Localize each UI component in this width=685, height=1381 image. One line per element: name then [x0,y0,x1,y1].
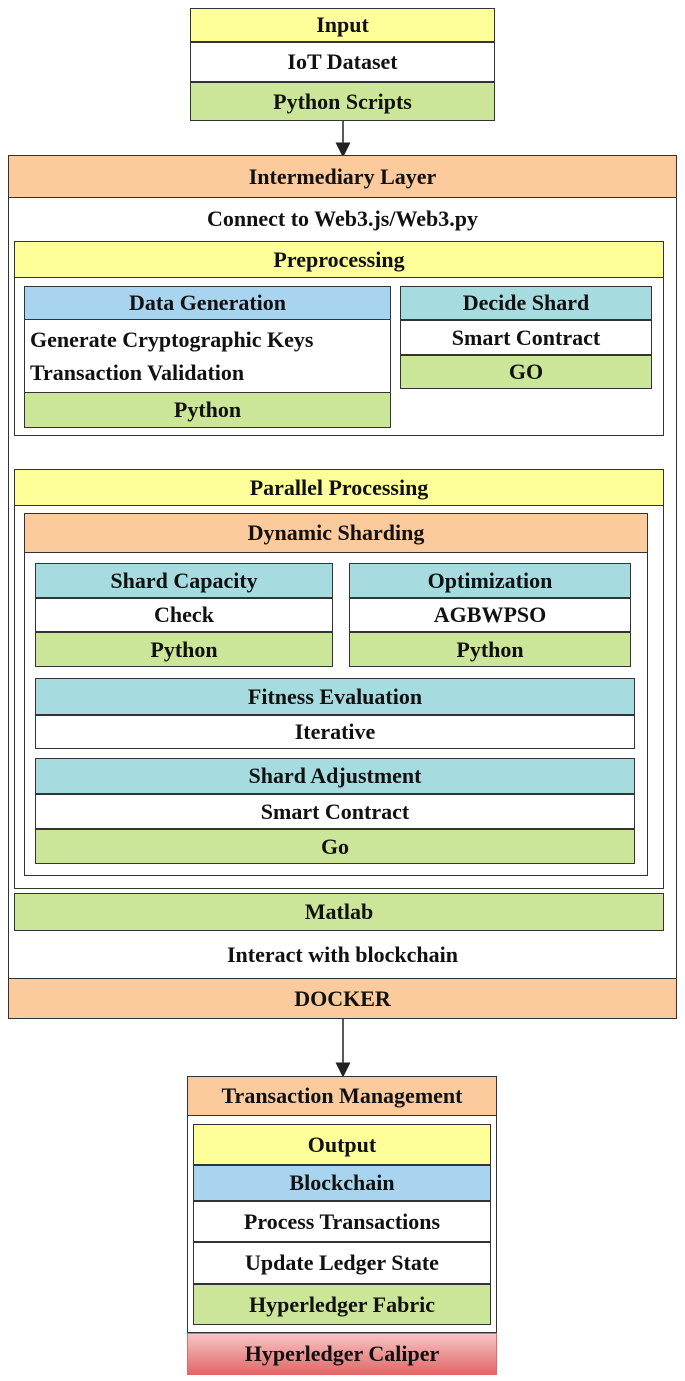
parallel-processing-header: Parallel Processing [14,469,664,506]
optimization-python: Python [349,632,631,667]
transaction-validation-text: Transaction Validation [30,360,245,385]
output-header: Output [193,1124,491,1165]
data-generation-header: Data Generation [24,286,391,320]
shard-capacity-python: Python [35,632,333,667]
connect-web3-text: Connect to Web3.js/Web3.py [207,206,478,231]
transaction-management-header: Transaction Management [187,1076,497,1116]
interact-blockchain-text: Interact with blockchain [227,942,458,967]
shard-capacity-check: Check [35,598,333,632]
shard-capacity-header: Shard Capacity [35,563,333,598]
fitness-evaluation-iterative: Iterative [35,715,635,749]
dynamic-sharding-header: Dynamic Sharding [24,513,648,553]
python-scripts: Python Scripts [190,82,495,121]
hyperledger-fabric: Hyperledger Fabric [193,1284,491,1325]
optimization-agbwpso: AGBWPSO [349,598,631,632]
decide-shard-go: GO [400,355,652,389]
shard-adjustment-go: Go [35,829,635,864]
optimization-header: Optimization [349,563,631,598]
shard-adjustment-header: Shard Adjustment [35,758,635,794]
preprocessing-header: Preprocessing [14,241,664,278]
docker-bar: DOCKER [8,978,677,1019]
process-transactions: Process Transactions [193,1201,491,1242]
generate-keys-text: Generate Cryptographic Keys [30,327,314,352]
blockchain-bar: Blockchain [193,1165,491,1201]
iot-dataset: IoT Dataset [190,42,495,82]
shard-adjustment-smart-contract: Smart Contract [35,794,635,829]
data-generation-python: Python [24,392,391,428]
decide-shard-header: Decide Shard [400,286,652,320]
intermediary-layer-header: Intermediary Layer [8,155,677,198]
hyperledger-caliper: Hyperledger Caliper [187,1333,497,1375]
matlab-bar: Matlab [14,893,664,931]
fitness-evaluation-header: Fitness Evaluation [35,678,635,715]
update-ledger-state: Update Ledger State [193,1242,491,1284]
decide-shard-smart-contract: Smart Contract [400,320,652,355]
input-header: Input [190,8,495,42]
